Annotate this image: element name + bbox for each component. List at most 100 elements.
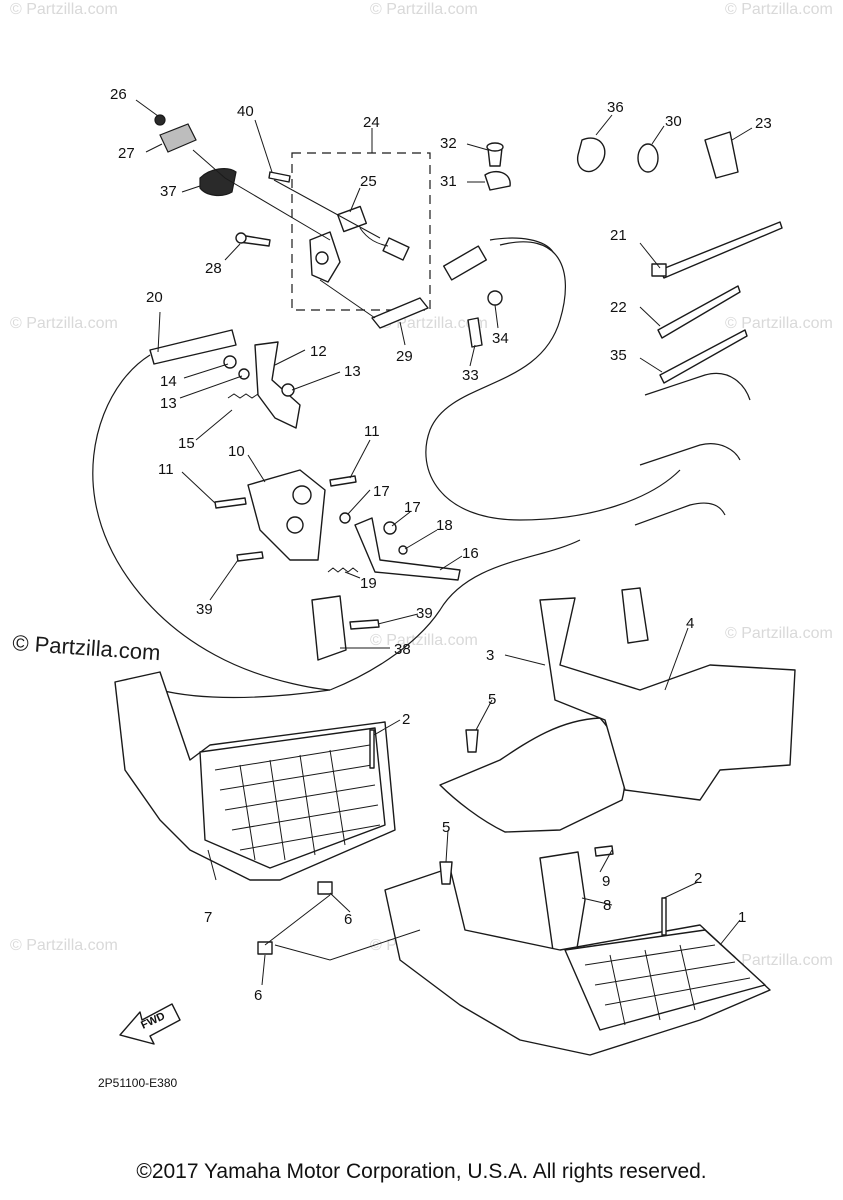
lever-pivot [315, 251, 329, 265]
body-panels [114, 587, 796, 1056]
callout-11: 11 [158, 461, 174, 478]
callout-34: 34 [492, 330, 509, 347]
cable-33 [425, 241, 681, 521]
cable-tie-22 [657, 285, 741, 339]
cable-end-29 [442, 245, 488, 281]
bolt-5b [439, 861, 453, 885]
plate-hole [286, 516, 304, 534]
callout-8: 8 [603, 897, 611, 914]
callout-9: 9 [602, 873, 610, 890]
callout-23: 23 [755, 115, 772, 132]
callout-37: 37 [160, 183, 177, 200]
adjuster-29 [371, 297, 429, 329]
callout-1: 1 [738, 909, 746, 926]
callout-38: 38 [394, 641, 411, 658]
callout-2: 2 [694, 870, 702, 887]
callout-11: 11 [364, 423, 380, 440]
spring-15 [227, 393, 259, 399]
callout-39: 39 [416, 605, 433, 622]
callout-3: 3 [486, 647, 494, 664]
callout-40: 40 [237, 103, 254, 120]
callout-25: 25 [360, 173, 377, 190]
washer-13b [281, 383, 295, 397]
diagram-code: 2P51100-E380 [98, 1076, 178, 1090]
cable-lower-loop [329, 539, 581, 691]
cable-tie-21-head [651, 263, 667, 277]
watermark: © Partzilla.com [10, 315, 118, 332]
watermark: © Partzilla.com [725, 625, 833, 642]
callout-12: 12 [310, 343, 327, 360]
clip-6b [257, 941, 273, 955]
callout-6: 6 [344, 911, 352, 928]
callout-13: 13 [160, 395, 177, 412]
top-parts [154, 114, 739, 348]
bolt-33 [467, 317, 483, 348]
nut-34 [487, 290, 503, 306]
band-30 [637, 143, 659, 173]
cable-end-20 [149, 329, 237, 365]
cable-tie-35 [659, 329, 748, 384]
knob-27 [159, 123, 197, 153]
callout-15: 15 [178, 435, 195, 452]
washer-17a [339, 512, 351, 524]
watermark: © Partzilla.com [10, 937, 118, 954]
callout-4: 4 [686, 615, 694, 632]
watermark: © Partzilla.com [725, 315, 833, 332]
bolt-39a [236, 551, 264, 562]
callout-20: 20 [146, 289, 163, 306]
callout-14: 14 [160, 373, 177, 390]
cable-29-top [489, 237, 554, 253]
fwd-arrow-icon [119, 1003, 181, 1045]
watermark: © Partzilla.com [10, 1, 118, 18]
callout-27: 27 [118, 145, 135, 162]
spring-19 [327, 567, 359, 573]
clip-18 [398, 545, 408, 555]
connector-25 [382, 237, 410, 261]
watermark-large: © Partzilla.com [12, 630, 162, 665]
watermark: © Partzilla.com [370, 1, 478, 18]
callout-10: 10 [228, 443, 245, 460]
callout-29: 29 [396, 348, 413, 365]
group-box-24 [291, 152, 431, 311]
washer-13 [238, 368, 250, 380]
callout-32: 32 [440, 135, 457, 152]
grip-37 [199, 168, 237, 197]
lever-12 [254, 341, 301, 429]
cable-right-3 [634, 502, 726, 526]
bracket-8 [539, 851, 586, 966]
bracket-38 [311, 595, 347, 661]
washer-14 [223, 355, 237, 369]
watermark: © Partzilla.com [725, 952, 833, 969]
fwd-arrow: FWD [119, 1003, 181, 1045]
callout-19: 19 [360, 575, 377, 592]
callout-13: 13 [344, 363, 361, 380]
callout-26: 26 [110, 86, 127, 103]
callout-39: 39 [196, 601, 213, 618]
callout-28: 28 [205, 260, 222, 277]
screw-26 [154, 114, 166, 126]
callout-18: 18 [436, 517, 453, 534]
callout-5: 5 [442, 819, 450, 836]
footrest-7-deck [199, 727, 386, 869]
bolt-32-head [486, 142, 504, 152]
copyright-notice: ©2017 Yamaha Motor Corporation, U.S.A. A… [136, 1160, 707, 1183]
bolt-9 [594, 845, 614, 857]
callout-7: 7 [204, 909, 212, 926]
lever-16 [354, 517, 461, 581]
bolt-5a [465, 729, 479, 753]
clamp-31 [484, 171, 511, 191]
callout-21: 21 [610, 227, 627, 244]
plate-10 [247, 469, 326, 561]
callout-16: 16 [462, 545, 479, 562]
watermark-group: © Partzilla.com © Partzilla.com © Partzi… [10, 1, 833, 969]
bolt-11b [329, 475, 357, 487]
bolt-39b [349, 619, 380, 630]
watermark: © Partzilla.com [725, 1, 833, 18]
screw-40 [268, 171, 291, 183]
switch-25 [336, 205, 368, 233]
rivet-2b [661, 897, 667, 936]
cable-ties [651, 221, 783, 384]
callout-5: 5 [488, 691, 496, 708]
footrest-7-grid [214, 744, 381, 861]
bolt-11a [214, 497, 247, 509]
